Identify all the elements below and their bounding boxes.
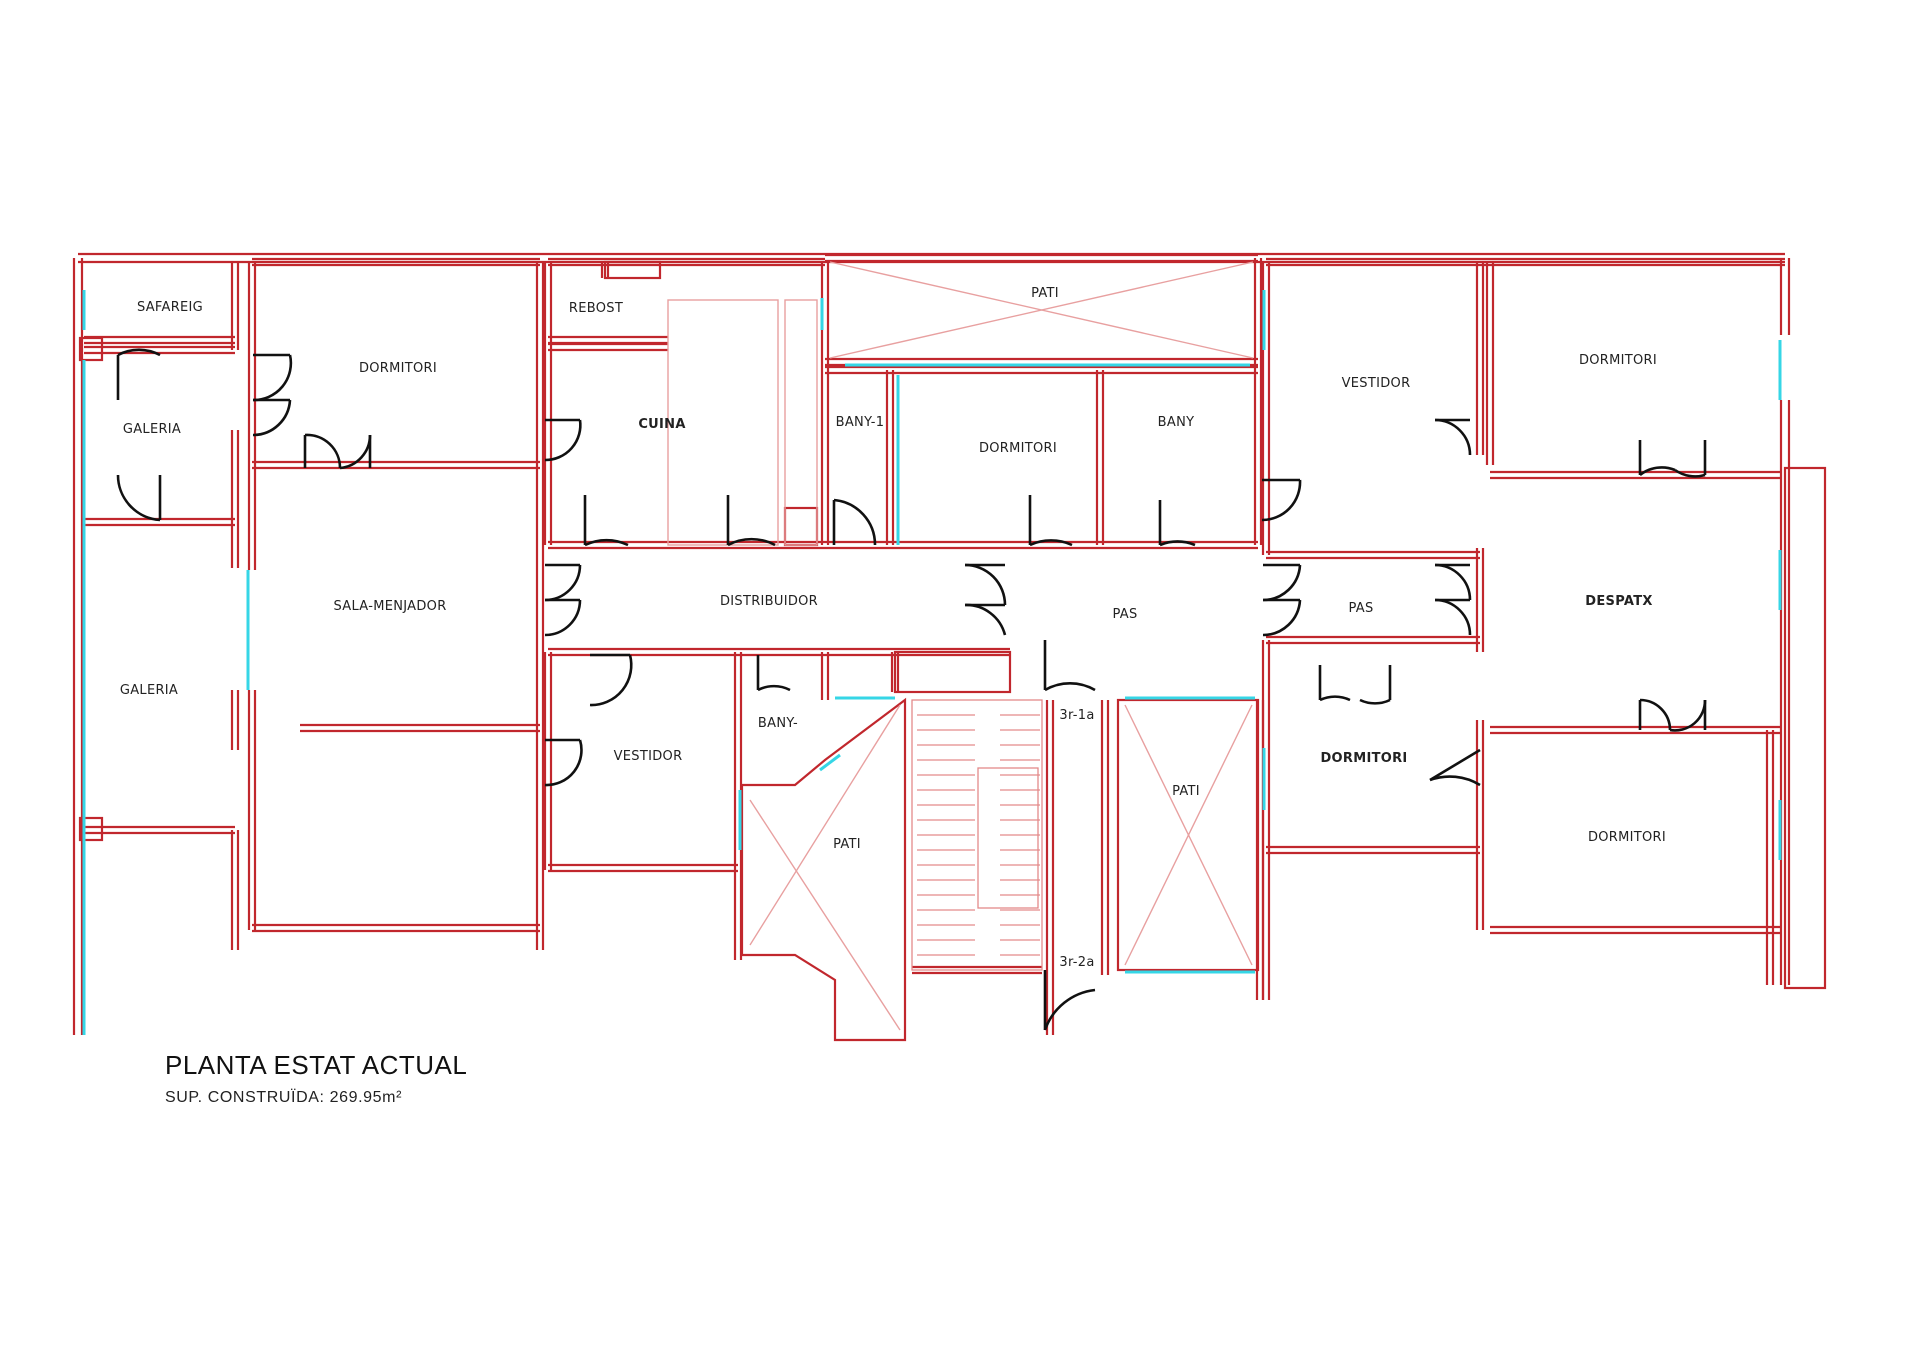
door-swing [964,603,1007,636]
room-label-vestidor-right: VESTIDOR [1342,376,1411,391]
windows [82,290,1782,1035]
door-swing [252,399,292,437]
walls [72,252,1827,1042]
room-label-landing-1: 3r-1a [1059,708,1094,723]
drawing-subtitle: SUP. CONSTRUÏDA: 269.95m² [165,1089,402,1106]
room-label-rebost: REBOST [569,301,623,316]
door-swing [1044,682,1096,692]
hatch-line [749,799,901,1031]
room-label-vestidor-left: VESTIDOR [614,749,683,764]
room-label-galeria-top: GALERIA [123,422,181,437]
room-label-sala-menjador: SALA-MENJADOR [333,599,446,614]
door-swing [1043,988,1096,1031]
door-swing [1319,695,1351,702]
door-swing [544,599,582,637]
column [603,260,662,280]
door-swing [1669,699,1707,732]
room-label-landing-2: 3r-2a [1059,955,1094,970]
door-swing [1639,698,1672,731]
room-label-dormitori-4: DORMITORI [1579,353,1657,368]
hatch-line [749,704,901,946]
room-label-pati-right: PATI [1172,784,1200,799]
door-leaf [1429,748,1481,782]
door-swing [544,739,583,787]
stair-well [977,767,1039,909]
door-swing [544,564,582,602]
room-label-dormitori-5: DORMITORI [1588,830,1666,845]
door-swing [1159,540,1196,547]
room-label-galeria-bottom: GALERIA [120,683,178,698]
column [78,336,104,362]
door-swing [727,537,776,547]
door-swing [116,474,161,522]
hatch-line [829,261,1254,359]
door-swing [1434,563,1472,601]
door-swing [1434,598,1472,636]
door-swing [339,434,372,470]
doors [116,348,1707,1031]
room-label-dormitori-3: DORMITORI [1320,751,1407,766]
pati-left-outline [740,697,907,1042]
door-swing [1262,599,1302,637]
kitchen-outline [667,299,779,546]
column [78,816,104,842]
door-swing [1359,698,1391,705]
door-swing [1029,539,1073,547]
kitchen-counter [784,299,818,546]
title-block: PLANTA ESTAT ACTUAL SUP. CONSTRUÏDA: 269… [165,1050,467,1107]
door-swing [1261,479,1302,522]
column [783,506,819,547]
room-label-dormitori-1: DORMITORI [359,361,437,376]
window-glass [819,753,841,772]
door-swing [833,498,877,546]
room-label-cuina: CUINA [638,417,685,432]
door-swing [1434,418,1472,456]
door-swing [1639,466,1676,477]
door-swing [304,433,342,469]
door-swing [589,654,633,707]
door-swing [1429,775,1481,787]
room-label-pas-right: PAS [1348,601,1373,616]
door-swing [544,419,582,462]
room-labels: SAFAREIG GALERIA GALERIA DORMITORI SALA-… [120,286,1666,970]
door-swing [117,348,161,357]
door-swing [964,563,1007,606]
stair-head [893,650,1012,694]
room-label-safareig: SAFAREIG [137,300,203,315]
door-swing [1262,564,1302,602]
courtyard-hatch [667,261,1254,1031]
door-swing [1674,468,1706,478]
balcony-wall [1783,466,1827,990]
room-label-distribuidor: DISTRIBUIDOR [720,594,818,609]
room-label-pas-center: PAS [1112,607,1137,622]
room-label-pati-top: PATI [1031,286,1059,301]
hatch-line [1124,704,1253,966]
staircase [911,699,1043,971]
room-label-dormitori-2: DORMITORI [979,441,1057,456]
drawing-title: PLANTA ESTAT ACTUAL [165,1050,468,1080]
door-swing [757,684,791,692]
room-label-bany-1: BANY-1 [836,415,885,430]
room-label-bany-small: BANY- [758,716,798,731]
room-label-bany: BANY [1158,415,1195,430]
door-swing [584,538,629,547]
room-label-despatx: DESPATX [1585,594,1652,609]
door-swing [252,354,293,402]
stair-outline [911,699,1043,971]
room-label-pati-left: PATI [833,837,861,852]
